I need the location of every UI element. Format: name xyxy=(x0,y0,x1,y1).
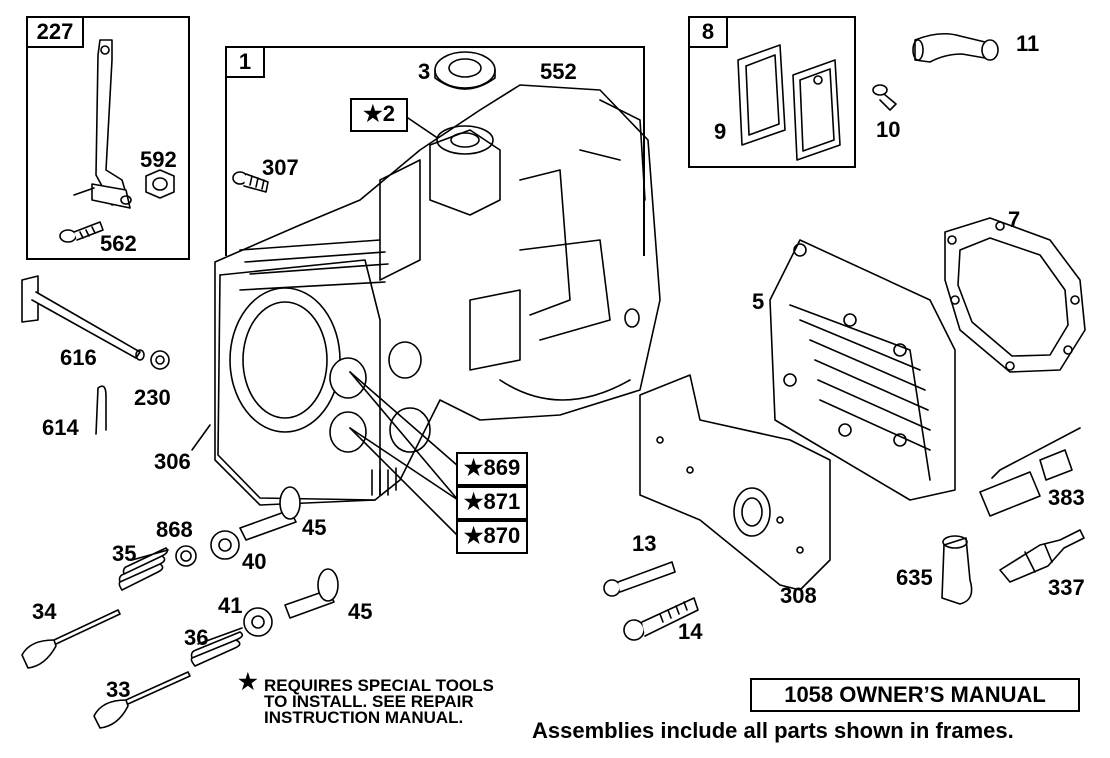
valve-34-drawing xyxy=(22,610,120,668)
label-7: 7 xyxy=(1008,207,1021,232)
bolt-14-drawing xyxy=(624,598,698,640)
screw-562-drawing xyxy=(60,222,103,242)
label-10: 10 xyxy=(876,117,901,142)
washer-230-drawing xyxy=(151,351,169,369)
frame-227 xyxy=(26,16,190,260)
guide-45a-drawing xyxy=(240,487,300,540)
label-614: 614 xyxy=(42,415,79,440)
spring-35-drawing xyxy=(119,548,168,590)
breather-9-drawing xyxy=(738,45,840,160)
label-592: 592 xyxy=(140,147,177,172)
star-leaders xyxy=(350,372,458,536)
baffle-308-drawing xyxy=(640,375,830,590)
label-337: 337 xyxy=(1048,575,1085,600)
label-616: 616 xyxy=(60,345,97,370)
note-line-3: INSTRUCTION MANUAL. xyxy=(264,708,464,727)
cylinder-head-5-drawing xyxy=(770,240,955,500)
label-306: 306 xyxy=(154,449,191,474)
label-41: 41 xyxy=(218,593,243,618)
frame-id-227: 227 xyxy=(26,16,84,48)
label-45-lower: 45 xyxy=(348,599,373,624)
footer-note: Assemblies include all parts shown in fr… xyxy=(532,718,1014,743)
note-line-2: TO INSTALL. SEE REPAIR xyxy=(264,692,474,711)
dipstick-616-drawing xyxy=(22,276,144,360)
retainer-868-drawing xyxy=(176,546,196,566)
leader-306 xyxy=(192,425,210,450)
note-line-1: REQUIRES SPECIAL TOOLS xyxy=(264,676,494,695)
label-307: 307 xyxy=(262,155,299,180)
seal-3-drawing xyxy=(435,52,495,89)
bolt-13-drawing xyxy=(604,562,675,596)
label-35: 35 xyxy=(112,541,137,566)
spark-plug-337-drawing xyxy=(1000,530,1084,582)
label-5: 5 xyxy=(752,289,765,314)
label-11: 11 xyxy=(1016,31,1040,56)
nut-592-drawing xyxy=(146,170,174,198)
part-869-starred: ★869 xyxy=(456,452,528,486)
part-870-starred: ★870 xyxy=(456,520,528,554)
screw-10-drawing xyxy=(873,85,896,110)
label-230: 230 xyxy=(134,385,171,410)
frame-id-8: 8 xyxy=(688,16,728,48)
label-33: 33 xyxy=(106,677,131,702)
label-868: 868 xyxy=(156,517,193,542)
label-13: 13 xyxy=(632,531,657,556)
owners-manual-box: 1058 OWNER’S MANUAL xyxy=(750,678,1080,712)
spring-36-drawing xyxy=(191,628,242,666)
frame-8 xyxy=(688,16,856,168)
label-308: 308 xyxy=(780,583,817,608)
pin-614-drawing xyxy=(96,386,106,434)
label-45-upper: 45 xyxy=(302,515,327,540)
governor-lever-drawing xyxy=(74,40,131,208)
seal-41-drawing xyxy=(244,608,272,636)
star-icon: ★ xyxy=(238,669,258,694)
label-14: 14 xyxy=(678,619,703,644)
label-635: 635 xyxy=(896,565,933,590)
label-552: 552 xyxy=(540,59,577,84)
valve-33-drawing xyxy=(94,672,190,728)
label-36: 36 xyxy=(184,625,209,650)
seal-40-drawing xyxy=(211,531,239,559)
label-40: 40 xyxy=(242,549,267,574)
label-383: 383 xyxy=(1048,485,1085,510)
label-34: 34 xyxy=(32,599,57,624)
boot-635-drawing xyxy=(942,536,972,604)
guide-45b-drawing xyxy=(285,569,338,618)
lead-383-drawing xyxy=(980,428,1080,516)
elbow-11-drawing xyxy=(913,34,998,62)
gasket-7-drawing xyxy=(945,218,1085,372)
label-562: 562 xyxy=(100,231,137,256)
screw-307-drawing xyxy=(233,172,268,192)
label-9: 9 xyxy=(714,119,727,144)
part-871-starred: ★871 xyxy=(456,486,528,520)
label-3: 3 xyxy=(418,59,431,84)
part-2-starred: ★2 xyxy=(350,98,408,132)
frame-1 xyxy=(225,46,645,256)
frame-id-1: 1 xyxy=(225,46,265,78)
